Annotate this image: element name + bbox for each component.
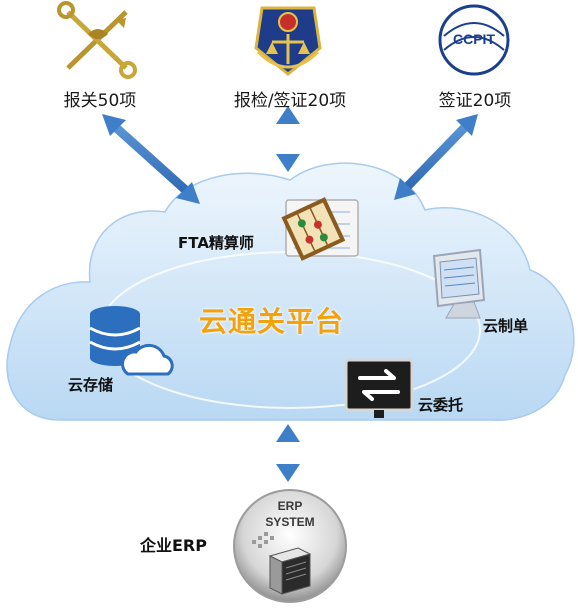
dots-decor-icon [252,532,274,548]
exchange-screen-icon [344,358,414,418]
server-icon [268,547,312,595]
label-entrust: 云委托 [418,396,464,414]
ccpit-logo-icon: CCPIT [438,4,510,76]
ccpit-logo-text: CCPIT [453,31,495,47]
arrow-inspection [276,106,300,172]
label-customs: 报关50项 [63,91,137,111]
label-inspection: 报检/签证20项 [233,91,347,111]
label-storage: 云存储 [68,376,114,394]
erp-system-icon: ERP SYSTEM [233,489,347,603]
inspection-emblem-icon [254,6,322,76]
arrow-ccpit [394,114,478,200]
customs-emblem-icon [57,1,137,79]
erp-badge-line1: ERP [278,499,303,513]
label-fta: FTA精算师 [178,234,254,252]
platform-title: 云通关平台 [199,305,345,338]
label-erp: 企业ERP [140,536,207,555]
abacus-icon [281,197,359,261]
erp-badge-line2: SYSTEM [265,515,314,529]
monitor-icon [432,248,486,319]
label-docs: 云制单 [483,317,529,335]
arrow-erp [276,424,300,482]
cloud-storage-icon [89,306,174,376]
arrow-customs [102,114,200,204]
label-ccpit: 签证20项 [438,91,512,111]
